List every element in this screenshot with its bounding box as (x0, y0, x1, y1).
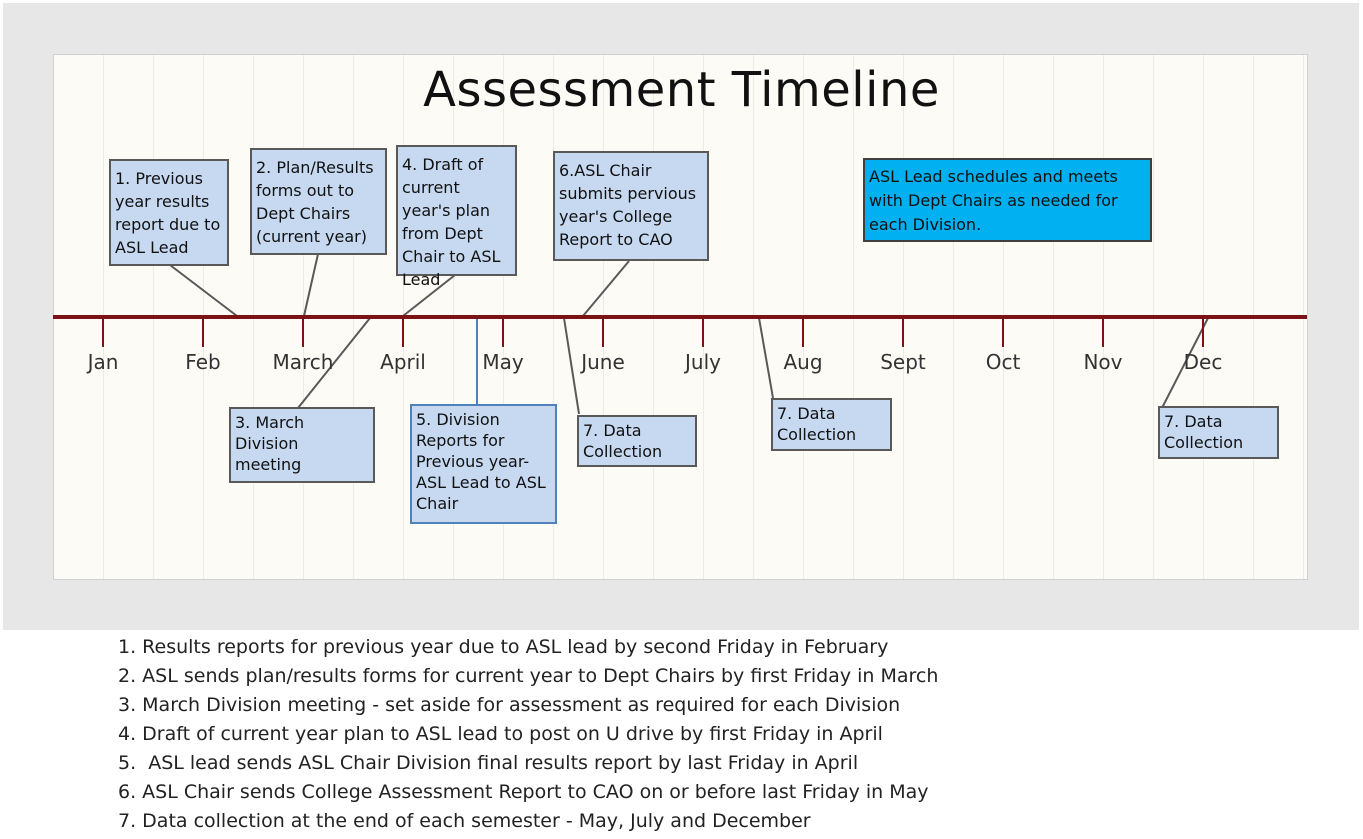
month-label: June (581, 350, 625, 374)
month-label: May (482, 350, 524, 374)
connector-6 (582, 260, 630, 317)
connector-7a (563, 317, 580, 415)
box-1-previous-year-results: 1. Previous year results report due to A… (109, 159, 229, 266)
month-label: Aug (783, 350, 823, 374)
month-label: Oct (985, 350, 1021, 374)
box-7-data-collection-dec: 7. Data Collection (1158, 406, 1279, 459)
month-label: Feb (185, 350, 221, 374)
box-2-plan-results-forms: 2. Plan/Results forms out to Dept Chairs… (250, 148, 387, 255)
connector-7c (1161, 317, 1209, 409)
box-5-division-reports: 5. Division Reports for Previous year- A… (410, 404, 557, 524)
connector-7b (758, 317, 774, 399)
month-label: Dec (1183, 350, 1223, 374)
connector-1 (169, 264, 238, 317)
note-item: 6. ASL Chair sends College Assessment Re… (118, 781, 929, 803)
month-label: March (272, 350, 334, 374)
connector-4 (402, 274, 456, 317)
note-item: 5. ASL lead sends ASL Chair Division fin… (118, 752, 859, 774)
note-item: 1. Results reports for previous year due… (118, 636, 889, 658)
notes-list: 1. Results reports for previous year due… (118, 633, 938, 836)
month-label: April (380, 350, 426, 374)
box-7-data-collection-may: 7. Data Collection (577, 415, 697, 467)
month-label: Jan (87, 350, 119, 374)
note-item: 4. Draft of current year plan to ASL lea… (118, 723, 883, 745)
note-item: 7. Data collection at the end of each se… (118, 810, 811, 832)
timeline-ticks (102, 317, 1204, 347)
note-item: 2. ASL sends plan/results forms for curr… (118, 665, 939, 687)
box-4-draft-current-plan: 4. Draft of current year's plan from Dep… (396, 145, 517, 289)
month-label: Nov (1083, 350, 1123, 374)
month-label: July (685, 350, 721, 374)
connector-3 (297, 317, 371, 409)
box-6-asl-chair-submits: 6.ASL Chair submits pervious year's Coll… (553, 151, 709, 261)
note-item: 3. March Division meeting - set aside fo… (118, 694, 901, 716)
page-title: Assessment Timeline (423, 62, 940, 118)
callout-asl-lead-schedules: ASL Lead schedules and meets with Dept C… (863, 158, 1152, 242)
connector-2 (303, 253, 319, 317)
box-7-data-collection-july: 7. Data Collection (771, 398, 892, 451)
box-3-march-division-meeting: 3. March Division meeting (229, 407, 375, 483)
month-label: Sept (880, 350, 926, 374)
